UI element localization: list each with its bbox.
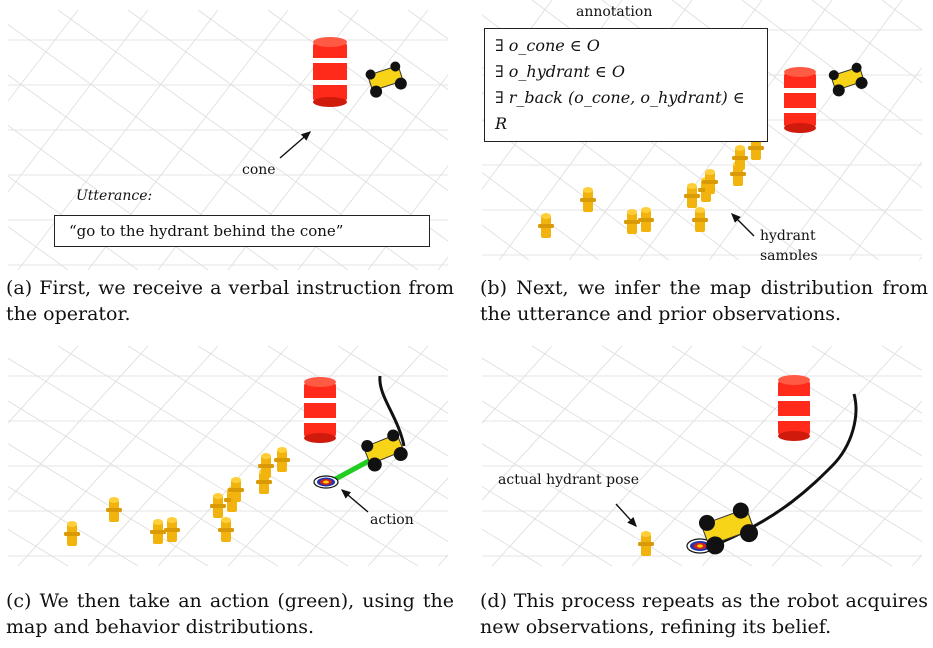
fire-hydrant-icon — [580, 187, 596, 212]
fire-hydrant-icon — [150, 519, 166, 544]
utterance-text: “go to the hydrant behind the cone” — [69, 222, 344, 240]
caption-d: (d) This process repeats as the robot ac… — [480, 590, 928, 638]
panel-c: action — [8, 346, 448, 606]
robot-rover-icon — [828, 62, 868, 97]
traffic-cone-icon — [313, 37, 347, 107]
cone-label: cone — [242, 162, 276, 178]
robot-rover-icon — [698, 502, 759, 555]
hydrant-samples — [64, 447, 290, 546]
caption-c: (c) We then take an action (green), usin… — [6, 590, 454, 638]
hydrant-pointer-arrow — [731, 213, 755, 237]
robot-trajectory — [721, 393, 858, 544]
action-label: action — [370, 512, 414, 528]
fire-hydrant-icon — [684, 183, 700, 208]
annotation-box: ∃ o_cone ∈ O ∃ o_hydrant ∈ O ∃ r_back (o… — [484, 28, 768, 142]
fire-hydrant-icon — [638, 207, 654, 232]
fire-hydrant-icon — [732, 145, 748, 170]
fire-hydrant-icon — [624, 209, 640, 234]
utterance-box: “go to the hydrant behind the cone” — [54, 215, 430, 247]
traffic-cone-icon — [784, 67, 816, 133]
fire-hydrant-icon — [64, 521, 80, 546]
fire-hydrant-icon — [638, 531, 654, 556]
traffic-cone-icon — [778, 375, 810, 441]
panel-b: annotation ∃ o_cone ∈ O ∃ o_hydrant ∈ O … — [482, 0, 922, 260]
cone-pointer-arrow — [279, 131, 312, 159]
robot-rover-icon — [365, 61, 407, 98]
target-icon — [313, 475, 339, 489]
action-pointer-arrow — [340, 489, 369, 513]
panel-a: cone Utterance: “go to the hydrant behin… — [8, 10, 448, 270]
hydrant-samples — [538, 135, 764, 238]
hydrant-label-line1: hydrant — [760, 228, 816, 244]
fire-hydrant-icon — [228, 477, 244, 502]
panel-d-scene — [482, 346, 922, 566]
caption-b: (b) Next, we infer the map distribution … — [480, 277, 928, 325]
caption-a: (a) First, we receive a verbal instructi… — [6, 277, 454, 325]
fire-hydrant-icon — [274, 447, 290, 472]
fire-hydrant-icon — [164, 517, 180, 542]
annotation-line-1: ∃ o_cone ∈ O — [495, 36, 600, 55]
annotation-title: annotation — [576, 4, 653, 20]
ground-grid — [482, 346, 922, 566]
panel-c-scene — [8, 346, 448, 566]
fire-hydrant-icon — [692, 207, 708, 232]
fire-hydrant-icon — [538, 213, 554, 238]
annotation-line-3: ∃ r_back (o_cone, o_hydrant) ∈ R — [495, 88, 745, 133]
fire-hydrant-icon — [106, 497, 122, 522]
fire-hydrant-icon — [702, 169, 718, 194]
annotation-line-2: ∃ o_hydrant ∈ O — [495, 62, 626, 81]
fire-hydrant-icon — [258, 453, 274, 478]
panel-d: actual hydrant pose — [482, 346, 922, 606]
robot-trajectory — [378, 375, 406, 447]
traffic-cone-icon — [304, 377, 336, 443]
fire-hydrant-icon — [210, 493, 226, 518]
pose-pointer-arrow — [615, 503, 637, 528]
hydrant-label-line2: samples — [760, 248, 818, 260]
pose-label: actual hydrant pose — [498, 472, 639, 488]
utterance-heading: Utterance: — [76, 188, 153, 204]
target-icon — [686, 538, 714, 554]
robot-rover-icon — [361, 429, 408, 472]
fire-hydrant-icon — [218, 517, 234, 542]
